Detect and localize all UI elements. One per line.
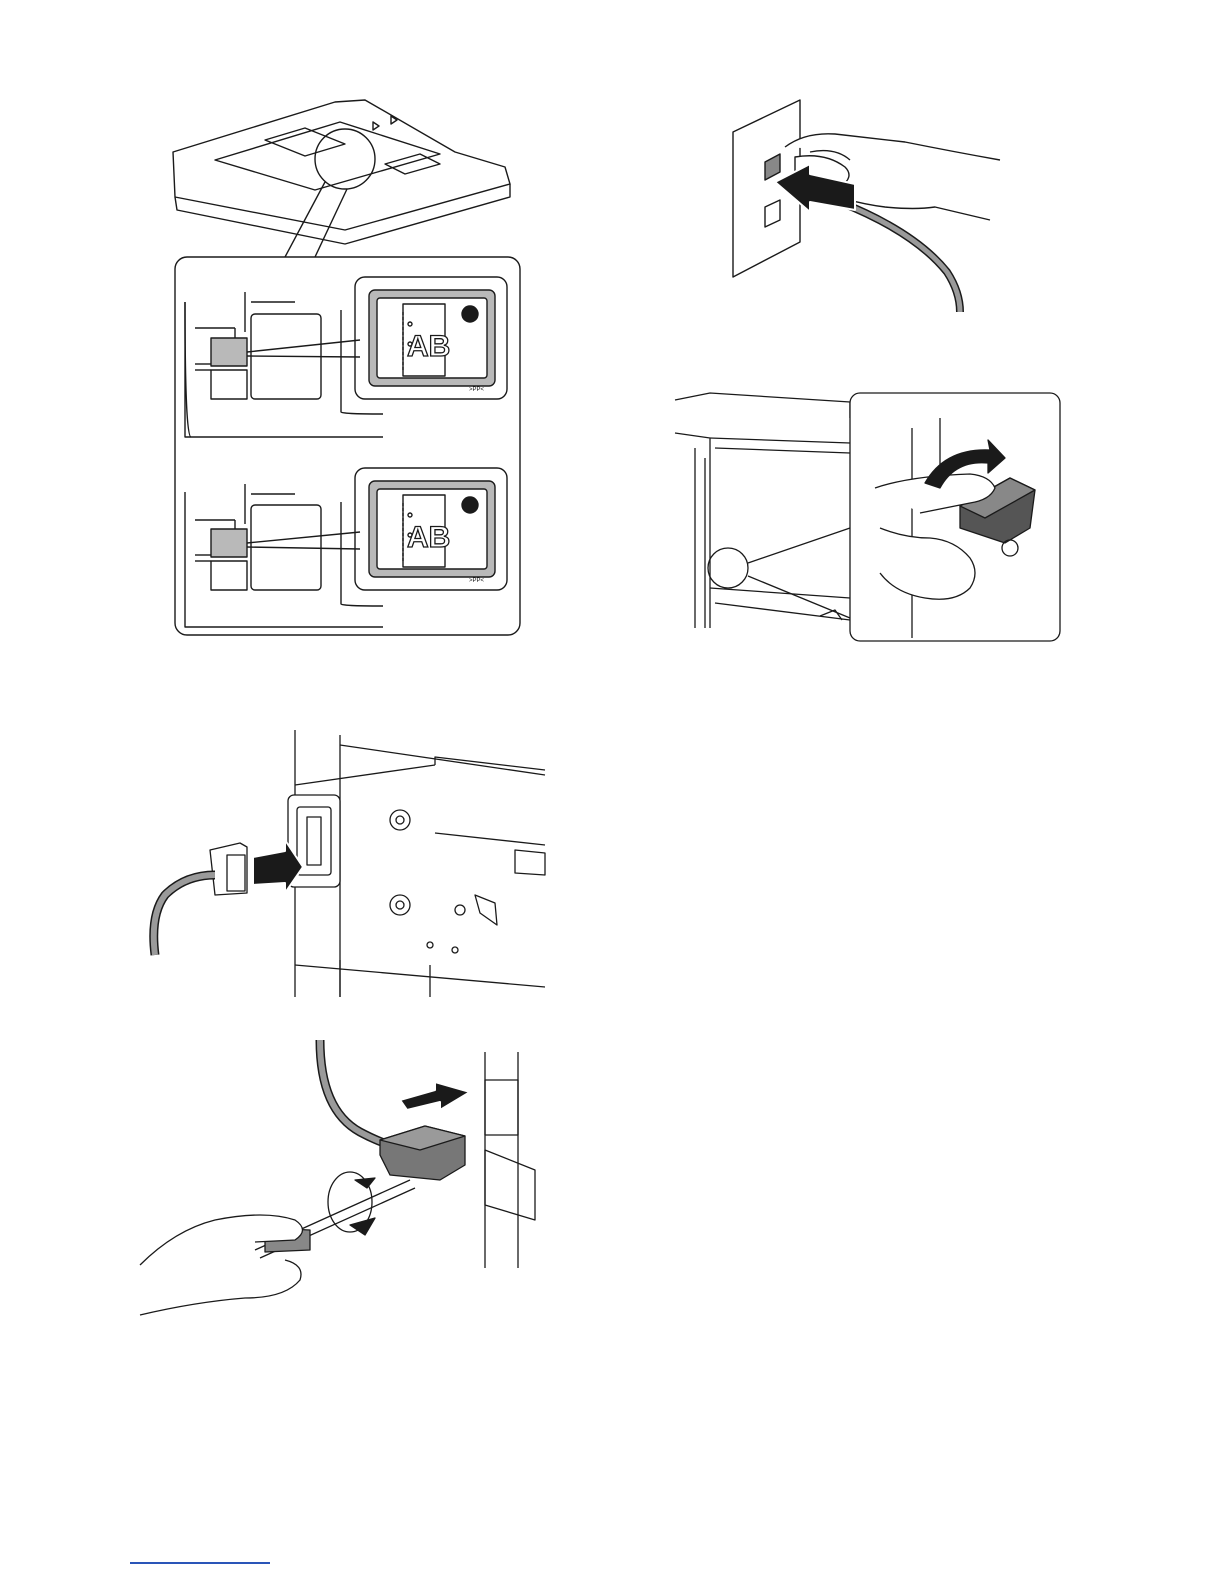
cable bbox=[154, 875, 215, 955]
figure-power-plug-outlet bbox=[725, 92, 1015, 317]
figure-power-switch bbox=[670, 388, 1065, 643]
panel-glyph-top: AB bbox=[407, 330, 450, 363]
push-arrow bbox=[400, 1082, 470, 1110]
footer-link-underline[interactable] bbox=[130, 1562, 270, 1564]
cable-connector bbox=[210, 843, 247, 895]
panel-code-bottom: >PP< bbox=[469, 578, 485, 584]
panel-code-top: >PP< bbox=[469, 387, 485, 393]
power-cord bbox=[840, 202, 960, 312]
hand bbox=[140, 1215, 303, 1315]
panel-glyph-bottom: AB bbox=[407, 521, 450, 554]
figure-connector-screw bbox=[135, 1040, 550, 1320]
figure-cable-connection bbox=[135, 725, 550, 1005]
figure-document-feeder: AB >PP< AB >PP< bbox=[155, 92, 525, 642]
switch-locator-circle bbox=[708, 548, 748, 588]
feeder-top bbox=[173, 100, 510, 230]
